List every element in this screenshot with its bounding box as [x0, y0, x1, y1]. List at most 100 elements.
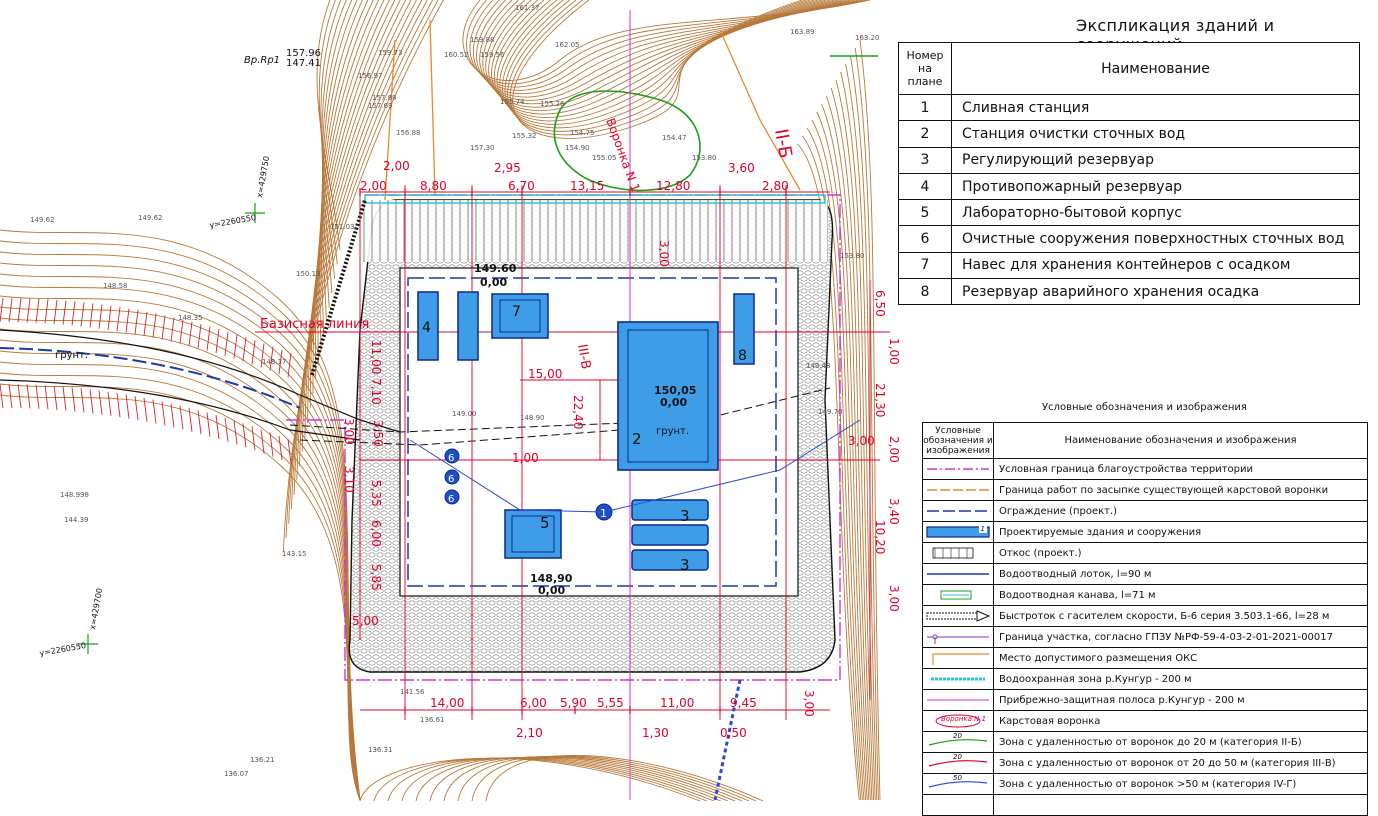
legend-row: Водоотводный лоток, l=90 м: [922, 563, 1368, 585]
building-2: [617, 321, 719, 471]
building-number-5: 5: [540, 514, 550, 532]
slope-tick: [71, 301, 76, 326]
zone-50plus-symbol-icon: [928, 781, 988, 788]
contour-line: [320, 0, 363, 337]
building-number-8: 8: [738, 348, 747, 364]
dim-left-5: 5,35: [369, 480, 383, 507]
slope-tick: [17, 298, 22, 323]
slope-tick: [107, 305, 112, 330]
contour-line: [359, 757, 701, 801]
spot-height: 162.05: [555, 41, 580, 49]
legend-row: Ограждение (проект.): [922, 500, 1368, 522]
soil-label: грунт.: [656, 426, 689, 437]
contour-line: [0, 372, 361, 801]
spot-height: 159.73: [378, 49, 403, 57]
slope-tick: [233, 420, 238, 445]
legend-badge: 20: [953, 753, 962, 761]
spot-height: 159.88: [470, 36, 495, 44]
dim-right-2: 21,30: [873, 383, 887, 417]
ditch-symbol-icon: [940, 590, 972, 600]
legend-description: Граница участка, согласно ГПЗУ №РФ-59-4-…: [993, 626, 1368, 648]
legend-symbol: [922, 584, 994, 606]
zone-3v-label: III-В: [574, 343, 593, 370]
coastal-strip-symbol-icon: [927, 699, 989, 701]
road-slope-hatch: [0, 297, 292, 464]
contour-line: [859, 39, 881, 801]
dim-inner-3: 3,00: [657, 240, 671, 267]
elevation-2-top: 150,05: [654, 384, 696, 397]
slope-tick: [206, 412, 211, 437]
legend-row: Водоотводная канава, l=71 м: [922, 584, 1368, 606]
spot-height: 136.31: [368, 746, 393, 754]
contour-line: [457, 755, 750, 801]
oks-symbol-icon: [932, 653, 989, 665]
elevation-5-top: 148,90: [530, 572, 573, 585]
legend-symbol: [922, 794, 994, 816]
road-drain: [0, 347, 301, 409]
benchmark-label: Вр.Rp1: [244, 55, 280, 66]
legend-row: Условная граница благоустройства террито…: [922, 458, 1368, 480]
contour-line: [472, 0, 859, 91]
slope-tick: [89, 303, 94, 328]
spot-height: 148.35: [178, 314, 203, 322]
spot-height: 154.47: [662, 134, 687, 142]
slope-tick: [0, 297, 4, 323]
landscaping-boundary: [285, 194, 841, 681]
building-6-units: [444, 448, 460, 505]
explication-name: Станция очистки сточных вод: [951, 120, 1360, 148]
dim-left-8: 5,00: [352, 614, 379, 628]
legend-table: Условные обозначения и изображения Наиме…: [922, 422, 1368, 816]
slope-tick: [197, 410, 202, 435]
fence-symbol-icon: [927, 510, 989, 512]
water-zone-symbol-icon: [931, 677, 985, 681]
slope-tick: [152, 399, 157, 424]
coord-label-y1: y=2260550: [209, 213, 257, 230]
building-number-2: 2: [632, 430, 642, 448]
building-number-7: 7: [512, 304, 521, 320]
coord-label-x1: x=429750: [255, 155, 271, 198]
soil-label-road: грунт.: [55, 350, 88, 361]
slope-tick: [143, 397, 148, 422]
spot-height: 144.39: [64, 516, 89, 524]
slope-tick: [116, 307, 121, 332]
building-number-6b: 6: [448, 474, 454, 485]
dim-top-2: 6,70: [508, 179, 535, 193]
spot-height: 136.07: [224, 770, 249, 778]
building-5: [504, 509, 562, 559]
slope-tick: [260, 343, 265, 368]
slope-tick: [44, 385, 49, 410]
spot-height: 163.89: [790, 28, 815, 36]
building-number-1: 1: [600, 507, 607, 520]
spot-height: 149.00: [452, 410, 477, 418]
slope-tick: [71, 387, 76, 412]
contour-line: [816, 111, 867, 801]
explication-name: Резервуар аварийного хранения осадка: [951, 278, 1360, 306]
dim-left-2: 3,50: [371, 420, 385, 447]
legend-symbol: [922, 647, 994, 669]
spot-height: 157.69: [368, 102, 393, 110]
dim-bottom-3: 5,55: [597, 696, 624, 710]
slope-tick: [188, 407, 193, 432]
dim-left-1: 7,10: [369, 378, 383, 405]
slope-tick: [26, 298, 31, 323]
contour-line: [282, 0, 444, 553]
slope-tick: [134, 310, 139, 335]
drainage-ditch: [364, 194, 826, 204]
spot-height: 153.80: [692, 154, 717, 162]
contour-line: [840, 71, 875, 801]
slope-tick: [44, 299, 49, 324]
dim-right-4: 3,40: [887, 498, 901, 525]
slope-tick: [269, 346, 274, 371]
dim-top-1: 8,80: [420, 179, 447, 193]
slope-tick: [161, 401, 166, 426]
dim-right-5: 10,20: [873, 520, 887, 554]
contour-line: [797, 143, 860, 801]
slope-tick: [53, 299, 58, 324]
utility-line: [409, 419, 861, 513]
